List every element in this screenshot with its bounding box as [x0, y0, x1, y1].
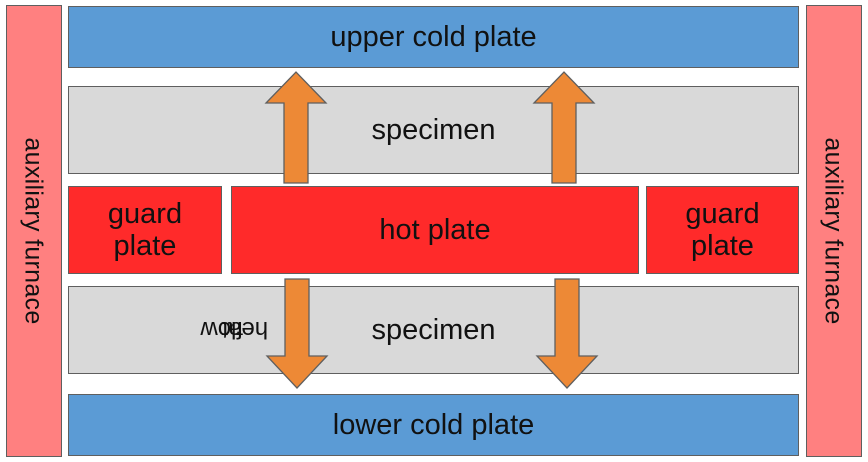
guard-plate-right: guard plate [646, 186, 799, 274]
upper-cold-plate-label: upper cold plate [330, 20, 537, 53]
heat-flow-line2: flow [200, 316, 243, 344]
hot-plate: hot plate [231, 186, 639, 274]
auxiliary-furnace-right: auxiliary furnace [806, 5, 862, 457]
specimen-top: specimen [68, 86, 799, 174]
lower-cold-plate: lower cold plate [68, 394, 799, 456]
specimen-top-label: specimen [371, 113, 496, 146]
specimen-bottom-label: specimen [371, 313, 496, 346]
guard-plate-left: guard plate [68, 186, 222, 274]
auxiliary-furnace-right-label: auxiliary furnace [820, 137, 849, 325]
lower-cold-plate-label: lower cold plate [332, 408, 535, 441]
auxiliary-furnace-left-label: auxiliary furnace [20, 137, 49, 325]
guard-plate-left-line1: guard [107, 197, 183, 230]
guard-plate-right-line1: guard [685, 197, 760, 230]
guard-plate-right-line2: plate [691, 230, 754, 262]
upper-cold-plate: upper cold plate [68, 6, 799, 68]
guard-plate-left-line2: plate [113, 230, 177, 262]
heat-flow-label: heat flow [193, 290, 273, 368]
specimen-bottom: specimen [68, 286, 799, 374]
hot-plate-label: hot plate [379, 213, 491, 246]
auxiliary-furnace-left: auxiliary furnace [6, 5, 62, 457]
